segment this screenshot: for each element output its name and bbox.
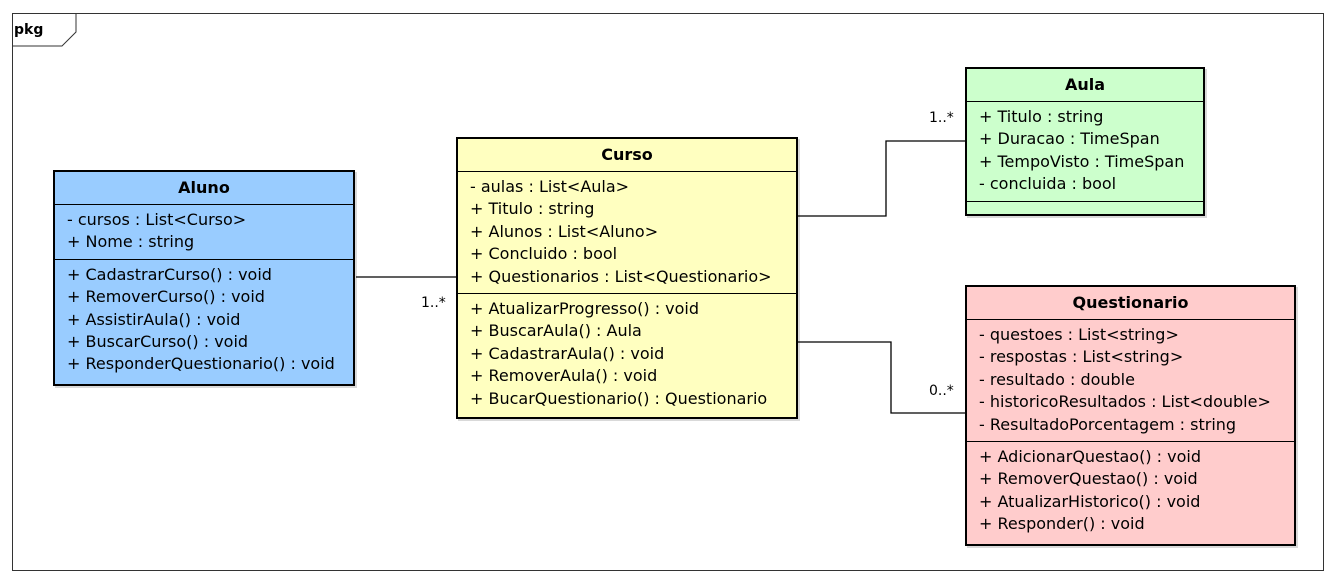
attribute-item: - aulas : List<Aula>: [470, 177, 630, 196]
attributes-section: - aulas : List<Aula> + Titulo : string+ A…: [458, 172, 796, 295]
operation-item: + CadastrarAula() : void: [470, 343, 665, 363]
class-name: Aluno: [55, 172, 353, 205]
package-label: pkg: [14, 22, 44, 38]
association-curso-questionario: [797, 341, 966, 414]
attribute-item: - respostas : List<string>: [979, 347, 1184, 367]
operation-item: + ResponderQuestionario() : void: [67, 354, 335, 374]
class-name: Questionario: [967, 287, 1294, 320]
multiplicity-curso-questionario: 0..*: [929, 383, 954, 399]
attribute-item: + Alunos : List<Aluno>: [470, 221, 659, 241]
operations-section: + CadastrarCurso() : void + RemoverCurso(…: [55, 260, 353, 381]
attribute-item: - concluida : bool: [979, 174, 1117, 194]
attribute-item: + Duracao : TimeSpan: [979, 129, 1160, 149]
association-curso-aula: [797, 140, 966, 217]
operation-item: + RemoverQuestao() : void: [979, 469, 1198, 489]
operations-section: + AdicionarQuestao() : void+ RemoverQues…: [967, 442, 1294, 541]
class-curso[interactable]: Curso - aulas : List<Aula> + Titulo : stri…: [456, 137, 798, 419]
operation-item: + AssistirAula() : void: [67, 309, 241, 329]
attribute-item: + Titulo : string: [470, 199, 595, 219]
operation-item: + AdicionarQuestao() : void: [979, 447, 1201, 467]
operations-section: [967, 202, 1203, 217]
class-questionario[interactable]: Questionario - questoes : List<string> - r…: [965, 285, 1296, 546]
attributes-section: - cursos : List<Curso> + Nome : string: [55, 205, 353, 260]
operation-item: + AtualizarHistorico() : void: [979, 491, 1201, 511]
operation-item: + Responder() : void: [979, 514, 1145, 534]
class-aula[interactable]: Aula + Titulo : string + Duracao : TimeSpa…: [965, 67, 1205, 216]
attribute-item: + Concluido : bool: [470, 244, 618, 264]
attribute-item: - historicoResultados : List<double>: [979, 392, 1271, 412]
attributes-section: - questoes : List<string> - respostas : L…: [967, 320, 1294, 443]
operation-item: + BuscarCurso() : void: [67, 332, 249, 352]
operation-item: + BucarQuestionario() : Questionario: [470, 388, 768, 408]
operation-item: + RemoverAula() : void: [470, 366, 658, 386]
multiplicity-curso-aula: 1..*: [929, 110, 954, 126]
class-aluno[interactable]: Aluno - cursos : List<Curso> + Nome : stri…: [53, 170, 355, 386]
operation-item: + RemoverCurso() : void: [67, 287, 265, 307]
package-frame: [12, 13, 1324, 571]
attribute-item: + Questionarios : List<Questionario>: [470, 266, 772, 286]
attribute-item: - resultado : double: [979, 369, 1135, 389]
attribute-item: + Titulo : string: [979, 107, 1104, 126]
attribute-item: + Nome : string: [67, 232, 195, 252]
attribute-item: - ResultadoPorcentagem : string: [979, 414, 1237, 434]
class-name: Aula: [967, 69, 1203, 102]
operation-item: + AtualizarProgresso() : void: [470, 299, 700, 319]
attributes-section: + Titulo : string + Duracao : TimeSpan+ T…: [967, 102, 1203, 202]
attribute-item: - cursos : List<Curso>: [67, 210, 247, 229]
operation-item: + CadastrarCurso() : void: [67, 264, 272, 284]
operation-item: + BuscarAula() : Aula: [470, 321, 642, 341]
attribute-item: - questoes : List<string>: [979, 325, 1179, 344]
package-tab: [12, 13, 77, 47]
class-name: Curso: [458, 139, 796, 172]
multiplicity-aluno-curso: 1..*: [421, 295, 446, 311]
operations-section: + AtualizarProgresso() : void+ BuscarAul…: [458, 294, 796, 415]
attribute-item: + TempoVisto : TimeSpan: [979, 151, 1185, 171]
